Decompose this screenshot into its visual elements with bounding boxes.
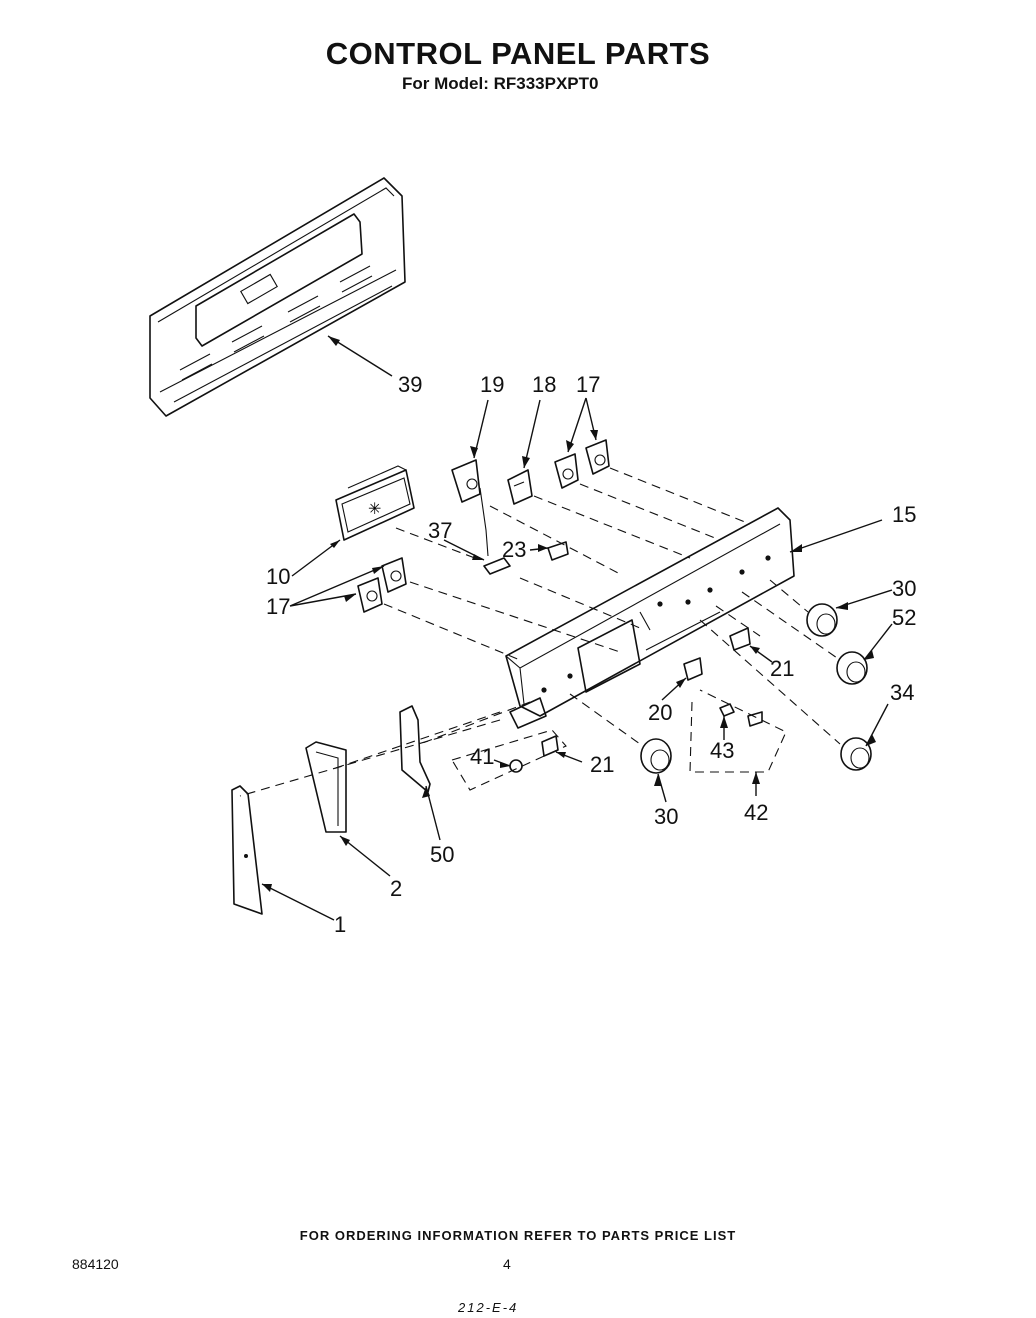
part-42-group-box xyxy=(689,689,787,773)
callout-30-lower: 30 xyxy=(654,804,678,829)
part-2-end-cap xyxy=(305,741,347,833)
callout-23: 23 xyxy=(502,537,526,562)
callout-42: 42 xyxy=(744,800,768,825)
callout-43: 43 xyxy=(710,738,734,763)
part-21-clip-right xyxy=(729,627,751,651)
callout-17-left: 17 xyxy=(266,594,290,619)
svg-text:✳: ✳ xyxy=(368,501,381,518)
part-1-side-trim xyxy=(231,785,263,915)
part-15-control-panel xyxy=(505,507,795,729)
part-10-clock-display: ✳ xyxy=(335,465,415,541)
part-20-switch xyxy=(683,657,703,681)
callout-34: 34 xyxy=(890,680,914,705)
part-34-knob xyxy=(840,737,872,771)
arrow-heads xyxy=(262,336,876,892)
page-title: CONTROL PANEL PARTS xyxy=(325,36,711,71)
callout-19: 19 xyxy=(480,372,504,397)
callout-21-right: 21 xyxy=(770,656,794,681)
handwritten-note: 212-E-4 xyxy=(458,1300,519,1315)
part-30-knob-lower xyxy=(640,738,672,774)
callout-21-lower: 21 xyxy=(590,752,614,777)
callout-30-upper: 30 xyxy=(892,576,916,601)
model-subtitle: For Model: RF333PXPT0 xyxy=(402,74,599,93)
callout-2: 2 xyxy=(390,876,402,901)
callout-10: 10 xyxy=(266,564,290,589)
part-37-bracket xyxy=(483,557,511,575)
ordering-note: FOR ORDERING INFORMATION REFER TO PARTS … xyxy=(299,1228,737,1243)
part-50-bracket xyxy=(399,705,431,793)
callout-17-top: 17 xyxy=(576,372,600,397)
part-23-clip xyxy=(547,541,569,561)
callout-39: 39 xyxy=(398,372,422,397)
part-52-knob xyxy=(836,651,868,685)
part-30-knob-upper xyxy=(806,603,838,637)
part-18-switch xyxy=(507,469,533,505)
callout-15: 15 xyxy=(892,502,916,527)
part-17-switches-right xyxy=(554,439,610,489)
callout-41: 41 xyxy=(470,744,494,769)
part-17-switches-left xyxy=(357,557,407,613)
catalog-number: 884120 xyxy=(72,1256,119,1272)
callout-1: 1 xyxy=(334,912,346,937)
callout-52: 52 xyxy=(892,605,916,630)
leader-lines xyxy=(261,335,893,921)
callout-18: 18 xyxy=(532,372,556,397)
part-19-selector-switch xyxy=(451,459,489,557)
callout-labels: 39 19 18 17 15 10 37 23 17 30 52 21 34 2… xyxy=(266,372,916,937)
part-39-rear-panel xyxy=(149,177,406,417)
callout-20: 20 xyxy=(648,700,672,725)
callout-50: 50 xyxy=(430,842,454,867)
callout-37: 37 xyxy=(428,518,452,543)
assembly-lines xyxy=(239,467,841,797)
page-number: 4 xyxy=(503,1256,511,1272)
